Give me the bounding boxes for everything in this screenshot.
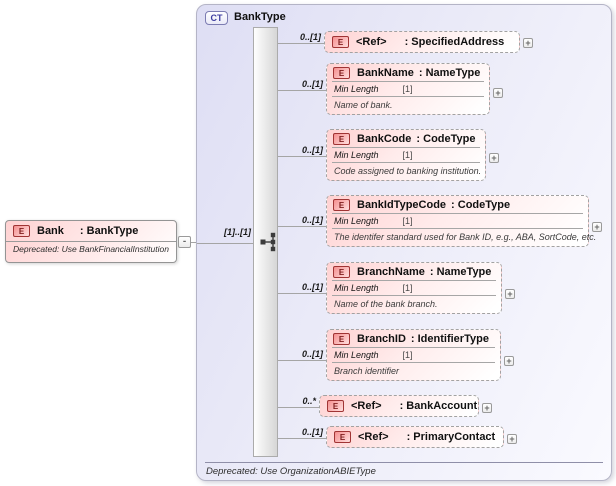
element-icon: E bbox=[327, 400, 344, 412]
complex-type-title: BankType bbox=[234, 11, 286, 23]
connector-line bbox=[197, 243, 253, 244]
root-element-title: E Bank : BankType bbox=[6, 221, 176, 242]
connector-line bbox=[278, 90, 326, 91]
element-icon: E bbox=[333, 199, 350, 211]
root-element-name: Bank bbox=[37, 225, 64, 237]
element-type: : NameType bbox=[418, 67, 481, 79]
cardinality-label: 0..[1] bbox=[301, 427, 323, 437]
element-name: <Ref> bbox=[351, 400, 382, 412]
root-element-type: : BankType bbox=[79, 225, 139, 237]
connector-line bbox=[278, 226, 326, 227]
element-icon: E bbox=[333, 133, 350, 145]
facet-value: [1] bbox=[402, 216, 413, 226]
complex-type-deprecated-note: Deprecated: Use OrganizationABIEType bbox=[206, 466, 376, 477]
element-icon: E bbox=[13, 225, 30, 237]
element-type: : SpecifiedAddress bbox=[404, 36, 505, 48]
expand-button[interactable]: + bbox=[592, 222, 602, 232]
expand-button[interactable]: + bbox=[505, 289, 515, 299]
element-branchname[interactable]: E BranchName : NameType Min Length [1] N… bbox=[326, 262, 502, 314]
element-bankname[interactable]: E BankName : NameType Min Length [1] Nam… bbox=[326, 63, 490, 115]
root-deprecated-note: Deprecated: Use BankFinancialInstitution bbox=[13, 244, 169, 254]
expand-button[interactable]: + bbox=[523, 38, 533, 48]
expand-button[interactable]: + bbox=[482, 403, 492, 413]
expand-button[interactable]: + bbox=[489, 153, 499, 163]
element-branchid[interactable]: E BranchID : IdentifierType Min Length [… bbox=[326, 329, 501, 381]
facet-value: [1] bbox=[402, 283, 413, 293]
element-annotation: Name of the bank branch. bbox=[334, 299, 438, 309]
element-icon: E bbox=[333, 266, 350, 278]
facet-label: Min Length bbox=[334, 283, 379, 293]
element-annotation: Branch identifier bbox=[334, 366, 400, 376]
element-ref-bankaccount[interactable]: E <Ref> : BankAccount bbox=[319, 395, 479, 417]
cardinality-label: 0..[1] bbox=[301, 349, 323, 359]
element-name: BankIdTypeCode bbox=[357, 199, 447, 211]
element-type: : CodeType bbox=[451, 199, 511, 211]
cardinality-label: 0..* bbox=[302, 396, 316, 406]
element-type: : BankAccount bbox=[399, 400, 478, 412]
expand-button[interactable]: + bbox=[504, 356, 514, 366]
cardinality-label: 0..[1] bbox=[301, 282, 323, 292]
element-annotation: The identifer standard used for Bank ID,… bbox=[334, 232, 597, 242]
sequence-icon bbox=[260, 232, 276, 252]
facet-label: Min Length bbox=[334, 350, 379, 360]
root-cardinality: [1]..[1] bbox=[224, 227, 251, 237]
element-icon: E bbox=[333, 67, 350, 79]
connector-line bbox=[278, 156, 326, 157]
facet-value: [1] bbox=[402, 84, 413, 94]
expand-button[interactable]: + bbox=[507, 434, 517, 444]
element-name: <Ref> bbox=[358, 431, 389, 443]
facet-row: Min Length [1] bbox=[332, 280, 496, 296]
element-type: : IdentifierType bbox=[410, 333, 489, 345]
element-annotation: Name of bank. bbox=[334, 100, 393, 110]
connector-line bbox=[278, 438, 326, 439]
facet-label: Min Length bbox=[334, 216, 379, 226]
element-type: : PrimaryContact bbox=[406, 431, 496, 443]
element-annotation: Code assigned to banking institution. bbox=[334, 166, 482, 176]
expand-button[interactable]: + bbox=[493, 88, 503, 98]
collapse-button[interactable]: - bbox=[178, 236, 191, 248]
connector-line bbox=[278, 360, 326, 361]
element-icon: E bbox=[332, 36, 349, 48]
facet-label: Min Length bbox=[334, 84, 379, 94]
facet-row: Min Length [1] bbox=[332, 213, 583, 229]
connector-line bbox=[278, 43, 324, 44]
complex-type-banktype: CT BankType [1]..[1] 0..[1] E <Ref> : Sp… bbox=[196, 4, 612, 481]
facet-label: Min Length bbox=[334, 150, 379, 160]
facet-row: Min Length [1] bbox=[332, 81, 484, 97]
facet-value: [1] bbox=[402, 350, 413, 360]
element-type: : CodeType bbox=[416, 133, 476, 145]
root-element-bank[interactable]: E Bank : BankType Deprecated: Use BankFi… bbox=[5, 220, 177, 263]
footer-divider bbox=[205, 462, 603, 463]
connector-line bbox=[278, 407, 319, 408]
element-name: <Ref> bbox=[356, 36, 387, 48]
cardinality-label: 0..[1] bbox=[301, 79, 323, 89]
connector-line bbox=[278, 293, 326, 294]
cardinality-label: 0..[1] bbox=[301, 145, 323, 155]
element-bankcode[interactable]: E BankCode : CodeType Min Length [1] Cod… bbox=[326, 129, 486, 181]
element-icon: E bbox=[333, 333, 350, 345]
complex-type-badge: CT bbox=[205, 11, 228, 25]
element-ref-specifiedaddress[interactable]: E <Ref> : SpecifiedAddress bbox=[324, 31, 520, 53]
cardinality-label: 0..[1] bbox=[299, 32, 321, 42]
element-name: BankCode bbox=[357, 133, 412, 145]
facet-row: Min Length [1] bbox=[332, 147, 480, 163]
element-type: : NameType bbox=[429, 266, 492, 278]
facet-row: Min Length [1] bbox=[332, 347, 495, 363]
element-ref-primarycontact[interactable]: E <Ref> : PrimaryContact bbox=[326, 426, 504, 448]
element-name: BranchName bbox=[357, 266, 425, 278]
cardinality-label: 0..[1] bbox=[301, 215, 323, 225]
element-bankidtypecode[interactable]: E BankIdTypeCode : CodeType Min Length [… bbox=[326, 195, 597, 247]
element-name: BankName bbox=[357, 67, 414, 79]
element-icon: E bbox=[334, 431, 351, 443]
facet-value: [1] bbox=[402, 150, 413, 160]
element-name: BranchID bbox=[357, 333, 406, 345]
connector-line bbox=[191, 242, 199, 243]
